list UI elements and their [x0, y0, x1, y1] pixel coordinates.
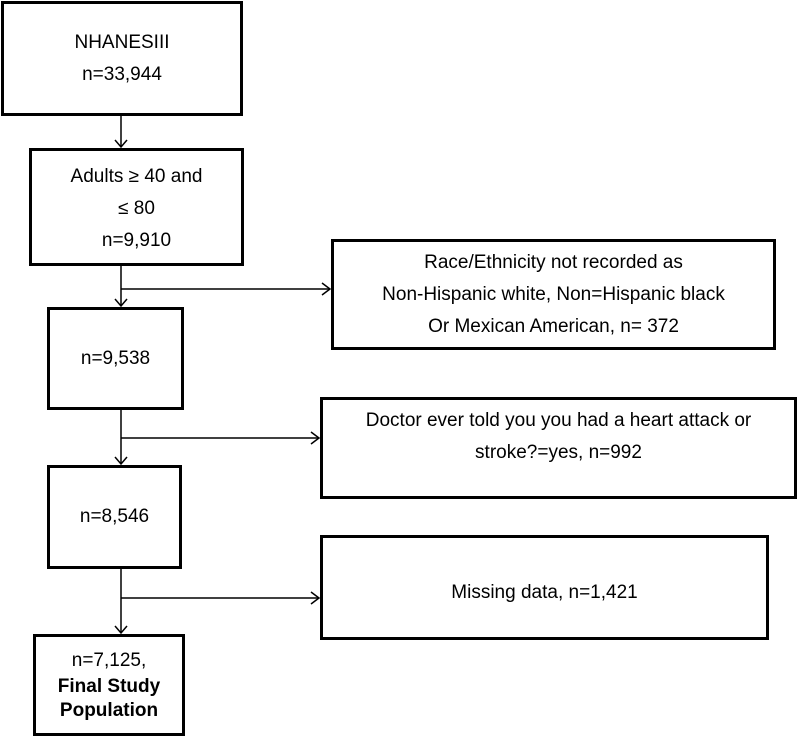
- final-label-line2: Population: [59, 700, 159, 721]
- race-exclusion-box: Race/Ethnicity not recorded as Non-Hispa…: [331, 239, 776, 350]
- arrowhead: [114, 625, 128, 635]
- step4-count: n=8,546: [79, 506, 150, 527]
- nhanes-count: n=33,944: [82, 63, 162, 85]
- nhanes-box: NHANESIII n=33,944: [1, 1, 243, 116]
- missing-data-box: Missing data, n=1,421: [320, 535, 769, 640]
- arrowhead: [114, 139, 128, 149]
- adults-criteria-line1: Adults ≥ 40 and: [70, 166, 203, 187]
- race-exclusion-line1: Race/Ethnicity not recorded as: [424, 251, 683, 273]
- missing-data-text: Missing data, n=1,421: [451, 582, 638, 603]
- arrowhead: [114, 456, 128, 466]
- nhanes-title: NHANESIII: [74, 31, 170, 53]
- step4-box: n=8,546: [47, 465, 182, 569]
- race-exclusion-line3: Or Mexican American, n= 372: [428, 315, 679, 337]
- arrowhead: [114, 298, 128, 308]
- adults-box: Adults ≥ 40 and ≤ 80 n=9,910: [29, 148, 244, 266]
- cvd-exclusion-line2: stroke?=yes, n=992: [475, 442, 642, 463]
- final-population-box: n=7,125, Final Study Population: [33, 634, 185, 736]
- cvd-exclusion-line1: Doctor ever told you you had a heart att…: [365, 410, 752, 431]
- adults-count: n=9,910: [101, 230, 172, 251]
- final-label-line1: Final Study: [57, 676, 161, 697]
- step3-count: n=9,538: [80, 347, 151, 369]
- final-count: n=7,125,: [71, 650, 147, 671]
- race-exclusion-line2: Non-Hispanic white, Non=Hispanic black: [382, 283, 725, 305]
- step3-box: n=9,538: [47, 307, 184, 410]
- cvd-exclusion-box: Doctor ever told you you had a heart att…: [320, 397, 797, 499]
- arrowhead: [321, 282, 332, 296]
- arrowhead: [310, 431, 321, 445]
- arrowhead: [310, 591, 321, 605]
- adults-criteria-line2: ≤ 80: [118, 198, 155, 219]
